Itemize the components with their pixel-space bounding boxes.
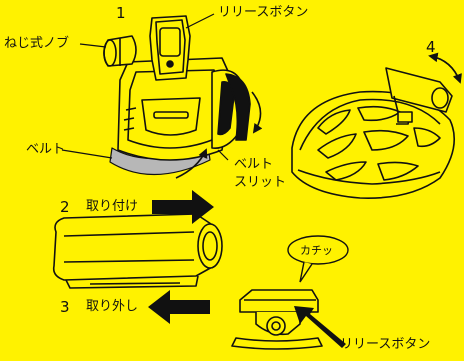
detach-arrow-icon <box>148 290 210 324</box>
release-button-label-top: リリースボタン <box>218 5 309 20</box>
belt-label: ベルト <box>26 142 66 157</box>
detach-label: 取り外し <box>86 299 139 314</box>
step-1-number: 1 <box>116 4 126 22</box>
knob-label: ねじ式ノブ <box>4 36 70 51</box>
strap-mount-illustration <box>103 15 251 176</box>
mount-base-illustration <box>231 289 323 350</box>
press-arrow-icon <box>294 306 346 348</box>
attach-arrow-icon <box>152 190 214 224</box>
rotate-arrow-icon <box>251 91 263 134</box>
rotate-arrow-icon <box>175 148 208 179</box>
click-speech-bubble <box>287 235 349 283</box>
step-2-number: 2 <box>60 198 70 216</box>
step-3-number: 3 <box>60 298 70 316</box>
release-button-label-bottom: リリースボタン <box>340 337 431 352</box>
belt-slit-label-line1: ベルト <box>234 157 274 172</box>
leader-lines-fig1 <box>61 13 229 161</box>
step-4-number: 4 <box>426 38 436 56</box>
rotate-arrow-icon <box>428 52 461 83</box>
helmet-illustration <box>291 67 456 199</box>
attach-label: 取り付け <box>86 199 139 214</box>
camera-illustration <box>52 213 223 289</box>
rotate-arrow-icon <box>429 55 462 84</box>
click-label: カチッ <box>300 244 333 257</box>
belt-slit-label-line2: スリット <box>234 175 287 190</box>
